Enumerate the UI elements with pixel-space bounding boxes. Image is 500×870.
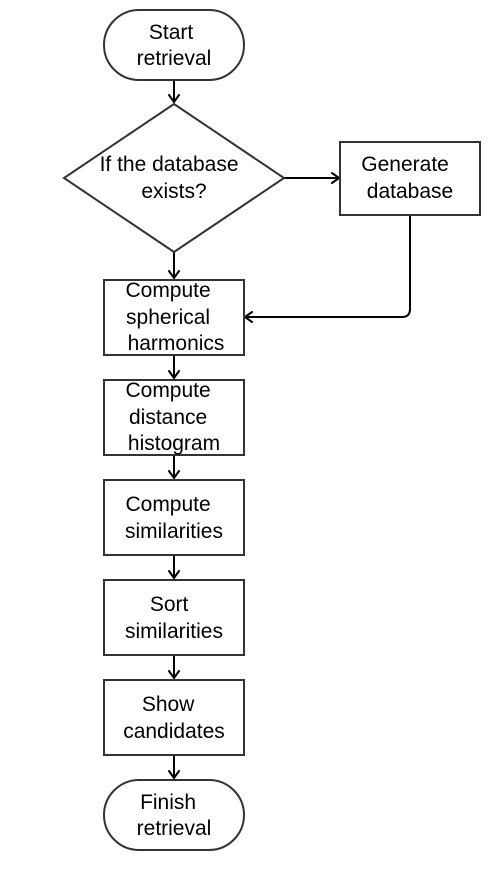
compute-similarities-box: [103, 479, 245, 556]
compute-distance-histogram-box: [103, 379, 245, 456]
edge-show-to-finish: [168, 755, 180, 779]
compute-hist-line-1: Compute: [125, 379, 210, 402]
decision-label-line-2: exists?: [141, 180, 206, 203]
compute-hist-line-2: distance: [129, 406, 207, 429]
edge-decision-to-compute-sh: [168, 252, 180, 279]
compute-similarities-label: Compute similarities: [125, 493, 223, 543]
finish-label-line-1: Finish: [140, 791, 196, 814]
show-cand-line-2: candidates: [123, 720, 225, 743]
edge-histogram-to-similarities: [168, 455, 180, 479]
compute-spherical-harmonics-box: [103, 279, 245, 356]
start-label-line-1: Start: [149, 21, 194, 44]
compute-spherical-harmonics-node: Compute spherical harmonics: [103, 279, 245, 356]
decision-label: If the database exists?: [100, 153, 245, 203]
finish-label-line-2: retrieval: [137, 817, 212, 840]
generate-database-line-1: Generate: [361, 153, 449, 176]
start-label-line-2: retrieval: [137, 47, 212, 70]
start-node: Start retrieval: [103, 9, 245, 81]
edge-compute-sh-to-histogram: [168, 355, 180, 379]
compute-sh-line-3: harmonics: [128, 332, 225, 355]
generate-database-label: Generate database: [361, 153, 454, 203]
sort-similarities-label: Sort similarities: [125, 593, 223, 643]
finish-node: Finish retrieval: [103, 779, 245, 851]
decision-diamond-shape: [62, 102, 286, 254]
sort-sim-line-2: similarities: [125, 620, 223, 643]
edge-decision-to-generate: [284, 172, 340, 184]
edge-similarities-to-sort: [168, 555, 180, 579]
edge-start-to-decision: [168, 80, 180, 103]
edge-sort-to-show: [168, 655, 180, 679]
compute-distance-histogram-label: Compute distance histogram: [125, 379, 220, 455]
decision-label-line-1: If the database: [100, 153, 239, 176]
connectors: [168, 80, 411, 779]
sort-sim-line-1: Sort: [150, 593, 189, 616]
finish-label: Finish retrieval: [137, 791, 212, 840]
start-label: Start retrieval: [137, 21, 212, 70]
decision-node: If the database exists?: [62, 102, 286, 254]
generate-database-node: Generate database: [339, 141, 481, 216]
show-candidates-label: Show candidates: [123, 693, 225, 743]
compute-distance-histogram-node: Compute distance histogram: [103, 379, 245, 456]
sort-similarities-box: [103, 579, 245, 656]
edge-generate-to-compute-sh: [244, 215, 411, 323]
compute-spherical-harmonics-label: Compute spherical harmonics: [125, 279, 224, 355]
sort-similarities-node: Sort similarities: [103, 579, 245, 656]
compute-sim-line-2: similarities: [125, 520, 223, 543]
compute-similarities-node: Compute similarities: [103, 479, 245, 556]
show-candidates-box: [103, 679, 245, 756]
start-terminator-shape: [103, 9, 245, 81]
compute-sim-line-1: Compute: [125, 493, 210, 516]
compute-sh-line-2: spherical: [126, 306, 210, 329]
compute-hist-line-3: histogram: [128, 432, 220, 455]
show-candidates-node: Show candidates: [103, 679, 245, 756]
generate-database-line-2: database: [367, 180, 453, 203]
finish-terminator-shape: [103, 779, 245, 851]
generate-database-box: [339, 141, 481, 216]
show-cand-line-1: Show: [142, 693, 195, 716]
compute-sh-line-1: Compute: [125, 279, 210, 302]
